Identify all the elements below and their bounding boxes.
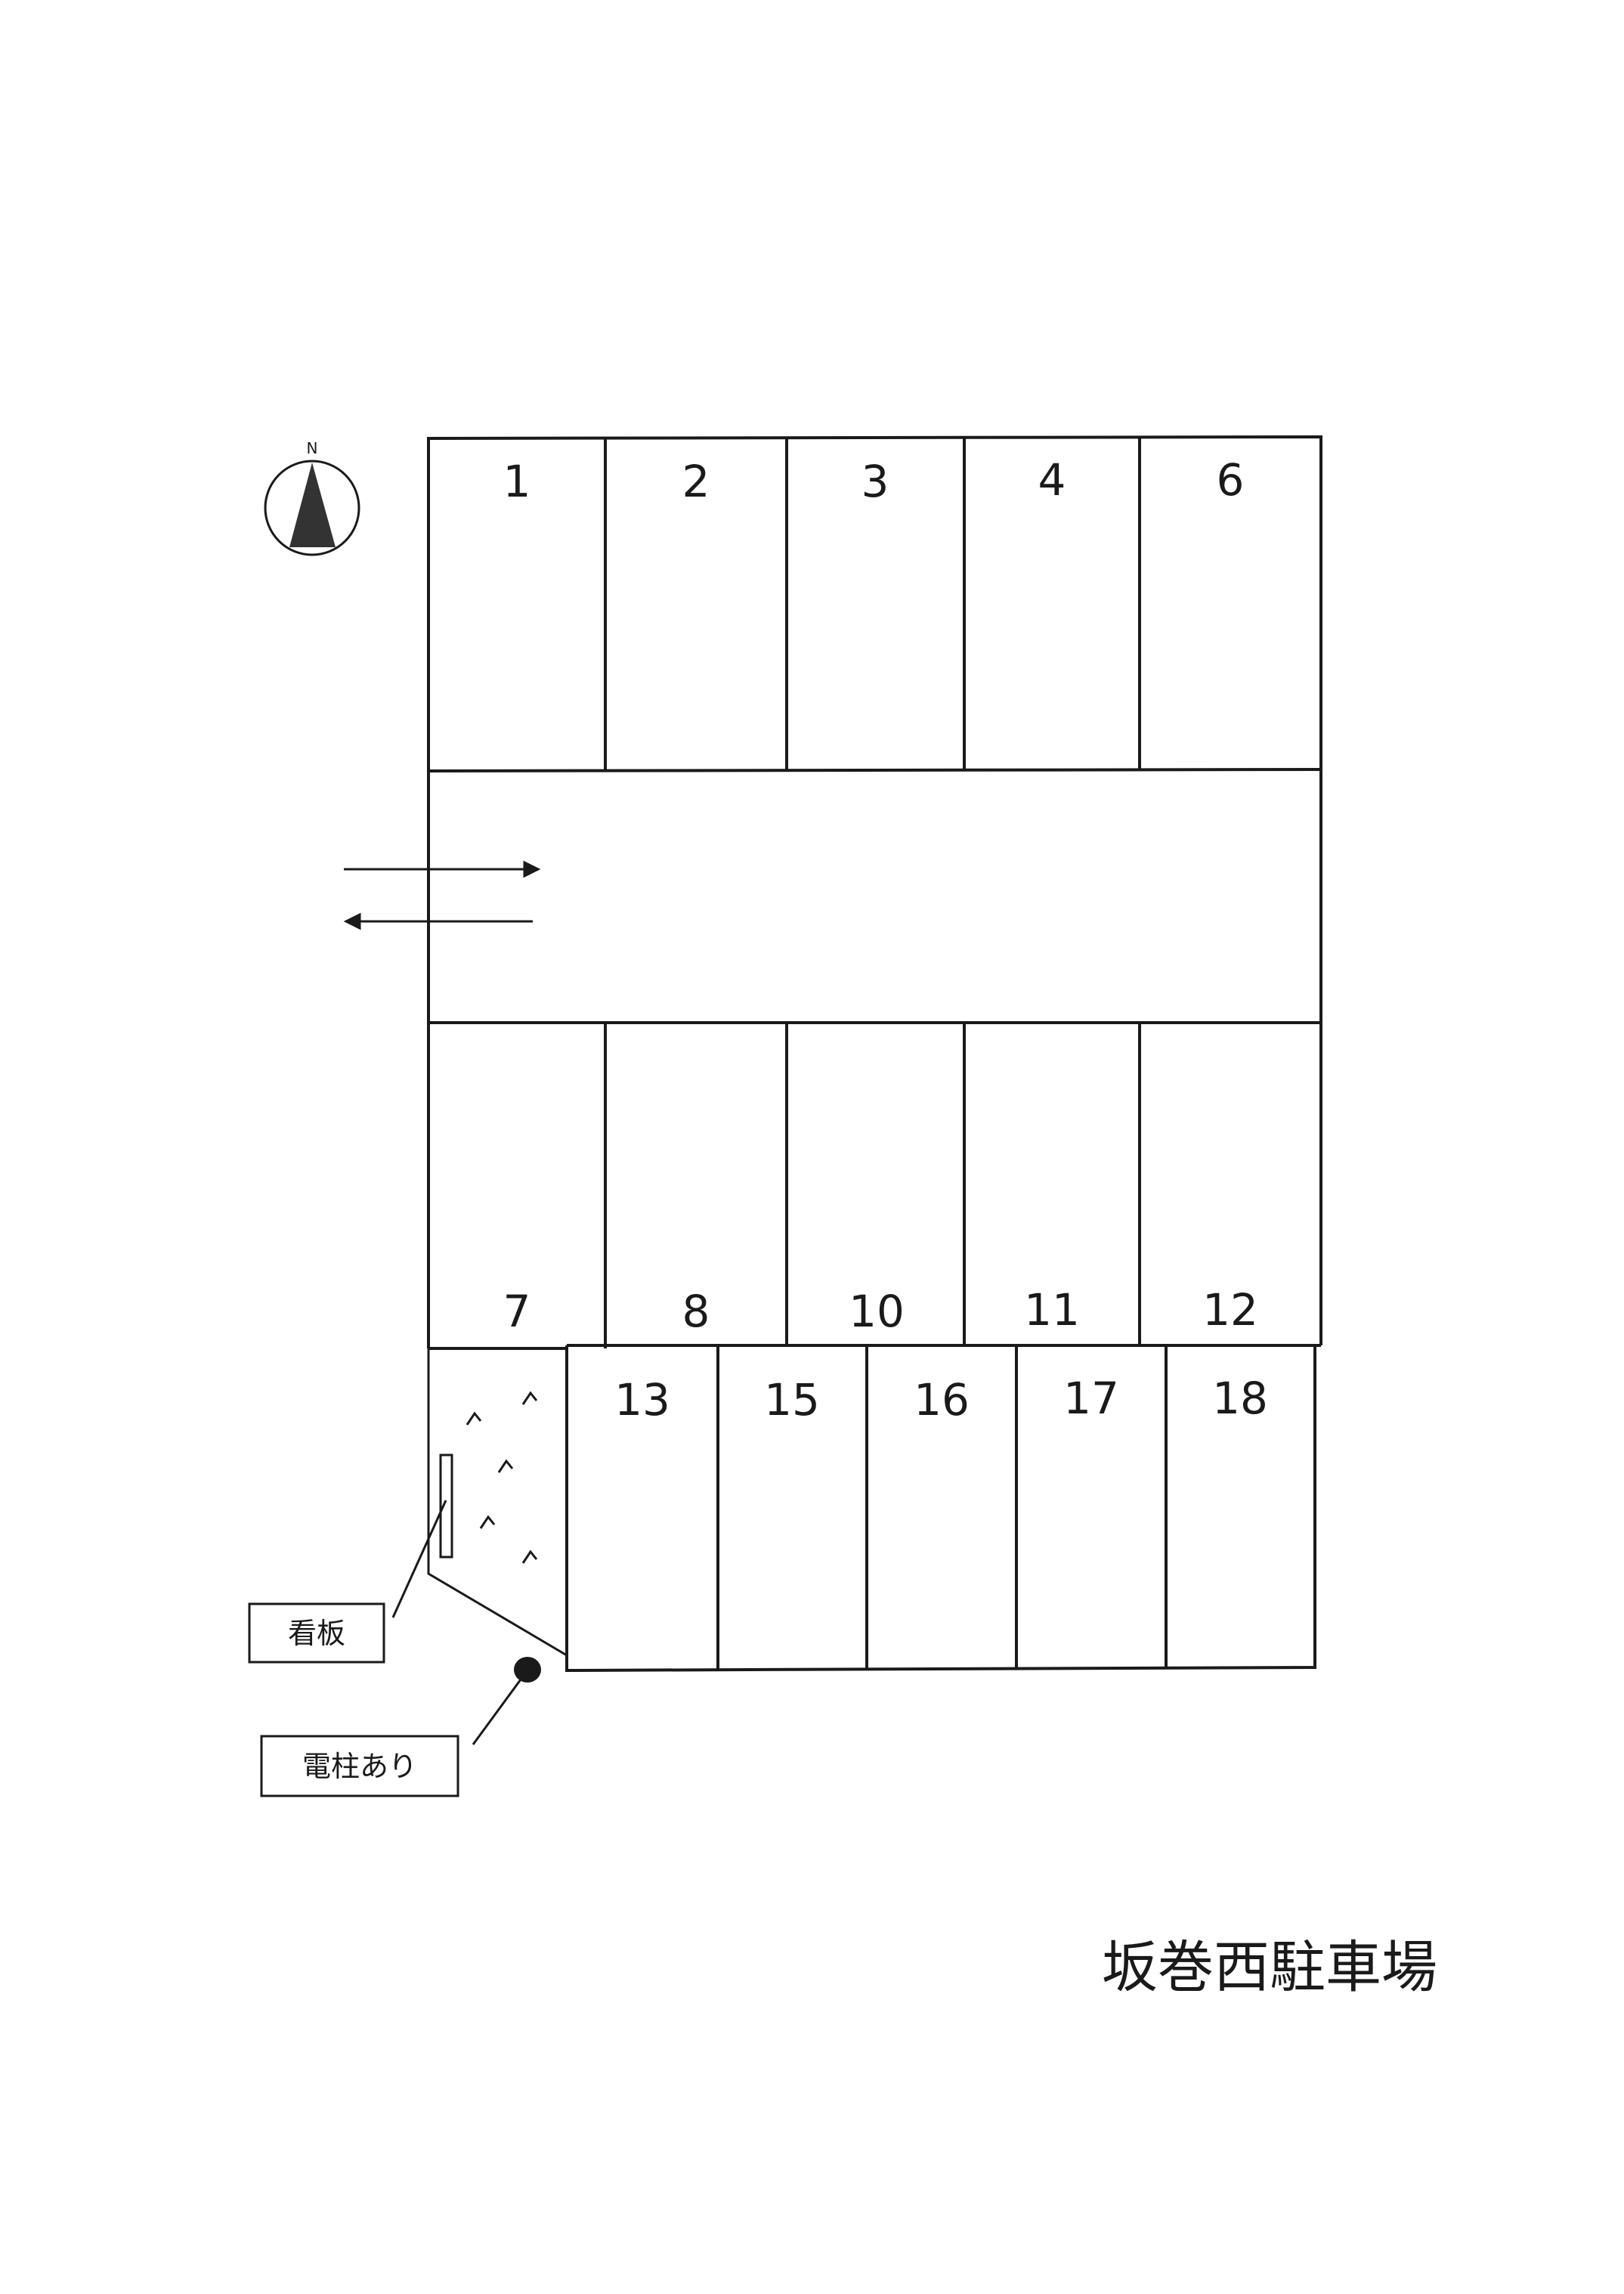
utility-pole-label: 電柱あり bbox=[302, 1750, 417, 1783]
spot-numbers-top: 1 2 3 4 6 bbox=[503, 454, 1245, 507]
north-arrow-icon bbox=[289, 463, 336, 547]
spot-numbers-middle: 7 8 10 11 12 bbox=[503, 1284, 1258, 1337]
spot-number: 8 bbox=[682, 1286, 710, 1337]
top-row-dividers bbox=[604, 437, 1141, 771]
spot-number: 6 bbox=[1217, 454, 1245, 506]
spot-number: 11 bbox=[1024, 1284, 1080, 1336]
spot-number: 15 bbox=[764, 1374, 820, 1426]
spot-number: 10 bbox=[849, 1286, 905, 1337]
signboard-label-box bbox=[248, 1602, 385, 1664]
spot-numbers-bottom: 13 15 16 17 18 bbox=[614, 1373, 1268, 1426]
exit-arrow-head-icon bbox=[343, 912, 361, 930]
spot-number: 3 bbox=[861, 456, 889, 507]
utility-pole: 電柱あり bbox=[260, 1657, 541, 1797]
spot-number: 16 bbox=[914, 1374, 970, 1426]
spot-number: 1 bbox=[503, 456, 531, 507]
middle-row-dividers bbox=[604, 1023, 1141, 1348]
planting-area-edge bbox=[427, 1348, 568, 1657]
spot-number: 7 bbox=[503, 1286, 531, 1337]
compass-north-label: N bbox=[307, 439, 318, 457]
planting-area bbox=[427, 1348, 568, 1657]
spot-number: 18 bbox=[1212, 1373, 1268, 1424]
parking-lot-title: 坂巻西駐車場 bbox=[1102, 1935, 1437, 2000]
plant-icon bbox=[479, 1515, 496, 1529]
spot-number: 13 bbox=[614, 1374, 670, 1426]
spot-number: 4 bbox=[1038, 454, 1066, 506]
signboard: 看板 bbox=[248, 1453, 453, 1664]
utility-pole-leader-line bbox=[472, 1679, 522, 1745]
spot-number: 12 bbox=[1202, 1284, 1258, 1336]
compass: N bbox=[264, 439, 360, 556]
parking-lot-frame bbox=[427, 435, 1322, 1350]
plant-icon bbox=[521, 1549, 538, 1564]
signboard-icon bbox=[439, 1453, 453, 1559]
utility-pole-icon bbox=[514, 1657, 541, 1683]
spot-number: 2 bbox=[682, 456, 710, 507]
signboard-leader-line bbox=[391, 1500, 447, 1618]
signboard-label: 看板 bbox=[288, 1617, 345, 1650]
plant-icon bbox=[521, 1391, 538, 1405]
plant-icon bbox=[466, 1411, 482, 1426]
utility-pole-label-box bbox=[260, 1735, 459, 1797]
entry-arrow-head-icon bbox=[523, 860, 541, 878]
compass-ring bbox=[264, 460, 360, 556]
bottom-row-frame bbox=[565, 1345, 1316, 1673]
driveway-arrows bbox=[343, 860, 541, 930]
spot-number: 17 bbox=[1063, 1373, 1119, 1424]
plant-icon bbox=[497, 1459, 514, 1473]
